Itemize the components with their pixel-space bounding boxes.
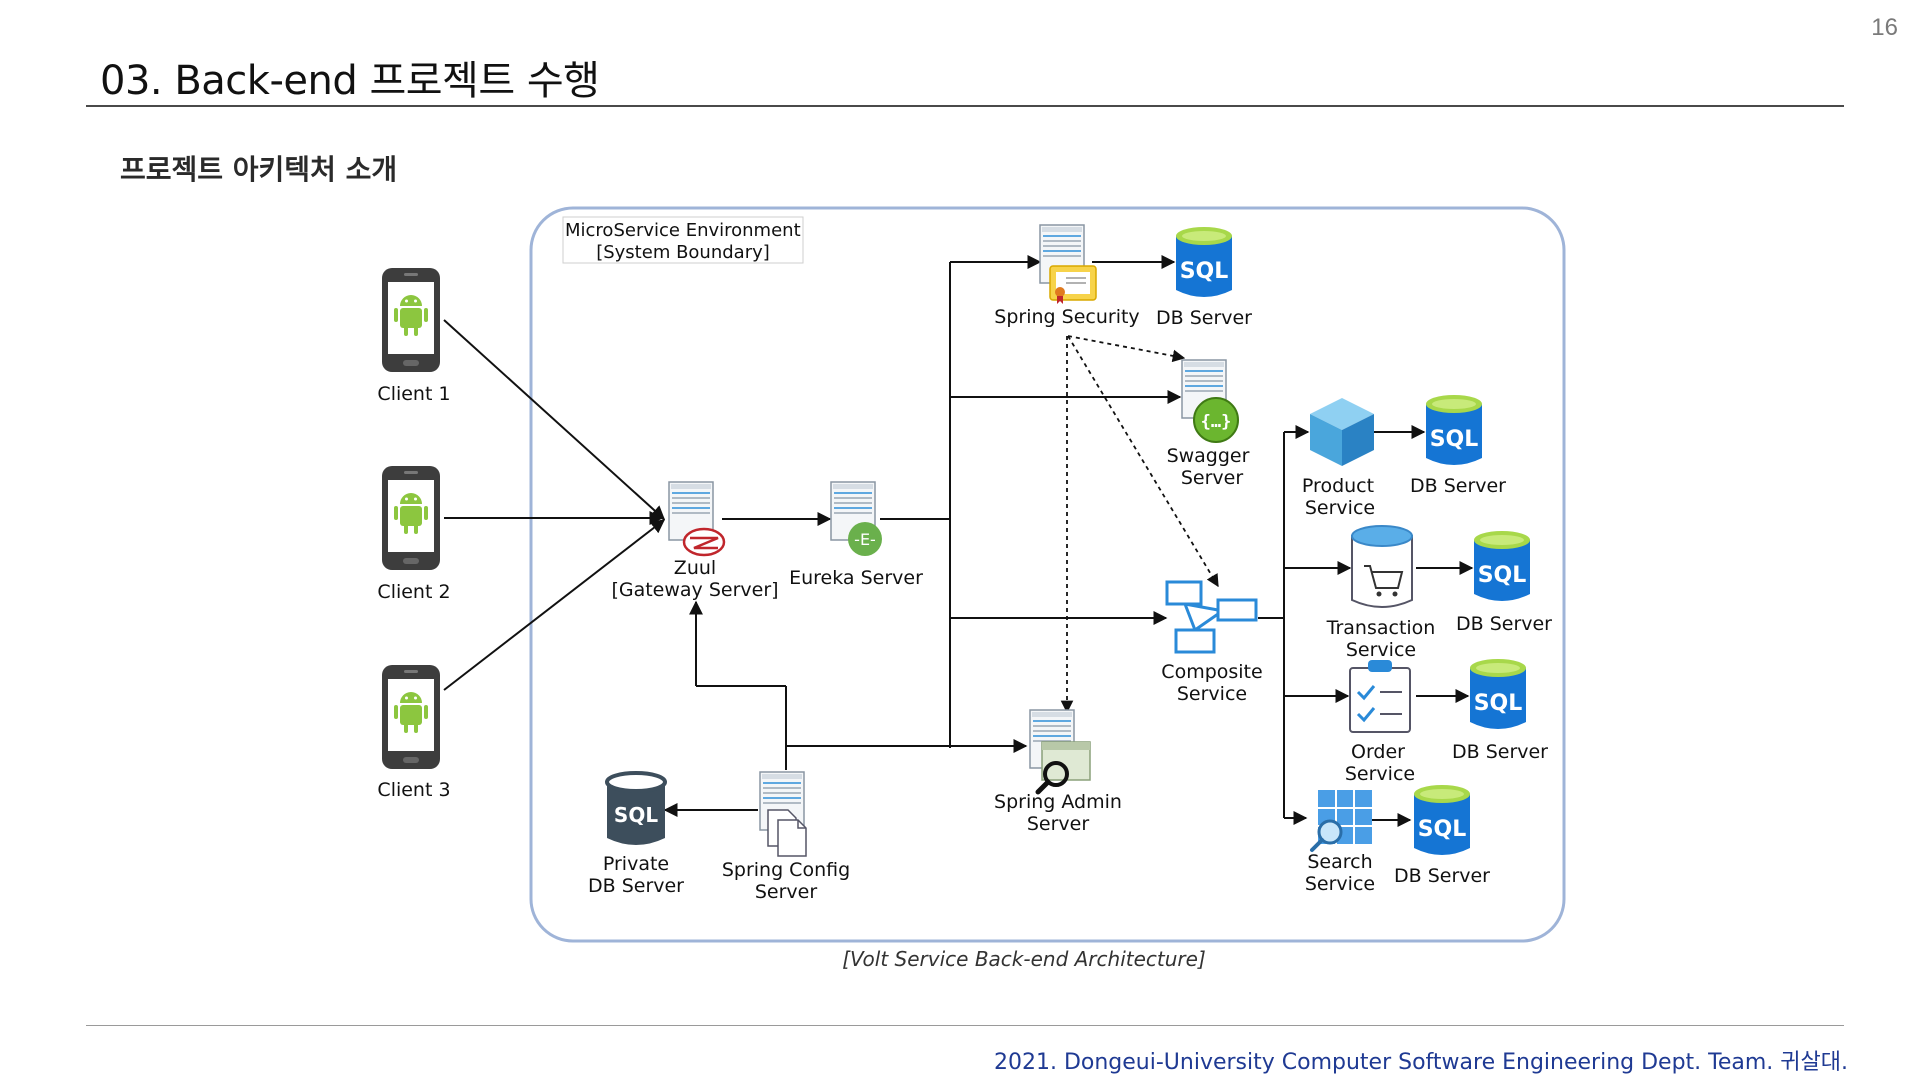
page-number: 16 [1871,14,1898,41]
sql-badge: SQL [1478,563,1527,588]
footer-divider [86,1025,1844,1026]
security-to-composite-dashed [1067,335,1219,588]
title-divider [86,105,1844,107]
boundary-label-line2: [System Boundary] [596,242,770,263]
product-service-node: Product Service [1302,398,1375,519]
transaction-label-line2: Service [1346,639,1416,661]
search-label-line2: Service [1305,873,1375,895]
swagger-icon: {…} [1193,397,1239,443]
order-service-node: Order Service [1345,660,1415,785]
sql-badge: SQL [1474,691,1523,716]
order-label-line1: Order [1351,741,1405,763]
sql-database-icon [605,771,667,845]
spring-admin-label-line1: Spring Admin [994,791,1122,813]
client3-to-zuul-arrow [443,519,666,691]
transaction-service-node: Transaction Service [1326,525,1436,661]
order-db-label: DB Server [1452,741,1548,763]
section-subtitle: 프로젝트 아키텍처 소개 [120,153,398,186]
swagger-label-line1: Swagger [1167,445,1250,467]
spring-config-node: Spring Config Server [722,771,850,903]
spring-admin-node: Spring Admin Server [994,709,1122,835]
eureka-icon: -E- [848,522,882,556]
swagger-label-line2: Server [1181,467,1243,489]
slide-title: 03. Back-end 프로젝트 수행 [100,58,600,104]
client1-to-zuul-arrow [443,319,666,520]
client-3: Client 3 [377,665,451,801]
certificate-icon [1049,265,1097,304]
sql-badge: SQL [614,803,658,827]
zuul-label-line1: Zuul [674,557,716,579]
svg-text:{…}: {…} [1201,412,1232,432]
android-phone-icon [382,665,440,769]
transaction-db-label: DB Server [1456,613,1552,635]
spring-config-label-line2: Server [755,881,817,903]
cart-database-icon [1351,525,1413,608]
android-phone-icon [382,466,440,570]
clipboard-check-icon [1349,660,1411,733]
client-2-label: Client 2 [377,581,450,603]
client-1: Client 1 [377,268,451,405]
transaction-db-node: SQL DB Server [1456,531,1552,635]
search-db-node: SQL DB Server [1394,785,1490,887]
security-to-swagger-dashed [1067,335,1186,363]
search-service-node: Search Service [1305,790,1375,895]
diagram-caption: [Volt Service Back-end Architecture] [842,947,1206,971]
boundary-label-line1: MicroService Environment [565,220,801,241]
sql-badge: SQL [1418,817,1467,842]
search-label-line1: Search [1307,851,1372,873]
cube-icon [1310,398,1374,466]
order-db-node: SQL DB Server [1452,659,1548,763]
spring-admin-label-line2: Server [1027,813,1089,835]
spring-security-label: Spring Security [994,306,1139,328]
zuul-gateway-node: Zuul [Gateway Server] [611,481,779,601]
zuul-label-line2: [Gateway Server] [611,579,778,601]
swagger-node: {…} Swagger Server [1167,359,1250,489]
client-2: Client 2 [377,466,451,603]
composite-service-node: Composite Service [1161,580,1263,705]
private-db-node: SQL Private DB Server [588,771,684,897]
product-label-line1: Product [1302,475,1374,497]
client-3-label: Client 3 [377,779,450,801]
security-db-node: SQL DB Server [1156,227,1252,329]
composite-label-line1: Composite [1161,661,1262,683]
search-db-label: DB Server [1394,865,1490,887]
admin-magnifier-icon [1035,741,1091,795]
private-db-label-line1: Private [603,853,669,875]
product-db-node: SQL DB Server [1410,395,1506,497]
document-copy-icon [767,809,807,857]
zuul-logo-icon [682,527,726,557]
system-boundary [529,206,1566,943]
private-db-label-line2: DB Server [588,875,684,897]
spring-security-node: Spring Security [994,224,1140,328]
product-db-label: DB Server [1410,475,1506,497]
footer-credit: 2021. Dongeui-University Computer Softwa… [993,1050,1848,1075]
sql-badge: SQL [1430,427,1479,452]
security-db-label: DB Server [1156,307,1252,329]
search-grid-icon [1310,790,1372,852]
product-label-line2: Service [1305,497,1375,519]
composite-label-line2: Service [1177,683,1247,705]
composite-network-icon [1165,580,1258,654]
order-label-line2: Service [1345,763,1415,785]
svg-text:-E-: -E- [854,530,876,549]
client-1-label: Client 1 [377,383,450,405]
eureka-node: -E- Eureka Server [789,481,923,589]
eureka-label: Eureka Server [789,567,923,589]
spring-config-label-line1: Spring Config [722,859,850,881]
transaction-label-line1: Transaction [1326,617,1436,639]
android-phone-icon [382,268,440,372]
sql-badge: SQL [1180,259,1229,284]
